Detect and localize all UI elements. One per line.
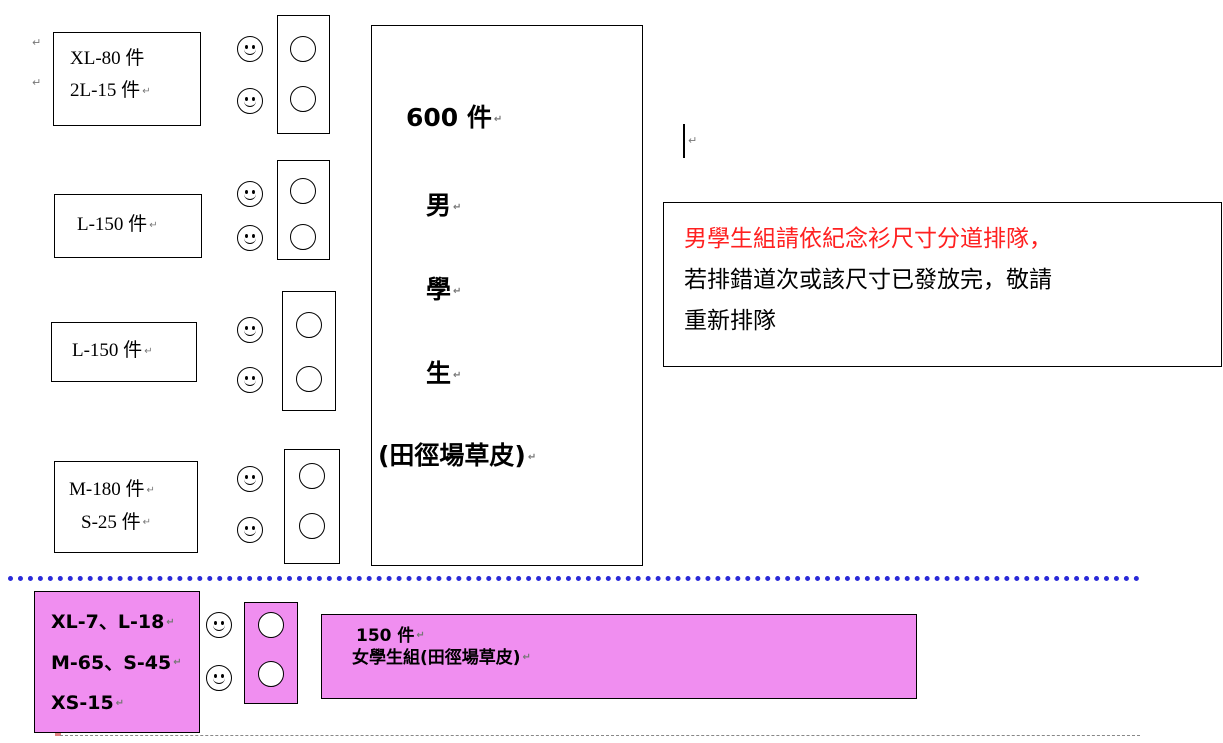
- girls-size-line: XS-15↵: [51, 692, 125, 714]
- boys-count: 600 件↵: [406, 103, 503, 132]
- lane-box: [277, 15, 330, 134]
- girls-size-line: M-65、S-45↵: [51, 651, 182, 674]
- boys-group-box: 600 件↵ 男↵ 學↵ 生↵ (田徑場草皮)↵: [371, 25, 643, 566]
- lane-box: [282, 291, 336, 411]
- smiley-icon: [237, 367, 263, 393]
- notice-line-2: 若排錯道次或該尺寸已發放完，敬請: [684, 267, 1052, 293]
- lane-circle: [296, 366, 322, 392]
- size-line: L-150 件↵: [72, 340, 153, 361]
- bottom-rule: [60, 735, 1140, 736]
- girls-size-line: XL-7、L-18↵: [51, 611, 175, 633]
- lane-circle: [290, 224, 316, 250]
- size-line: M-180 件↵: [69, 479, 155, 500]
- lane-circle: [290, 36, 316, 62]
- smiley-icon: [237, 225, 263, 251]
- text-cursor: [683, 124, 685, 158]
- paragraph-mark: ↵: [32, 76, 42, 89]
- size-box-l-2: L-150 件↵: [51, 322, 197, 382]
- girls-group-box: 150 件↵ 女學生組(田徑場草皮)↵: [321, 614, 917, 699]
- size-line: S-25 件↵: [81, 511, 152, 533]
- boys-location: (田徑場草皮)↵: [378, 441, 537, 470]
- change-marker: [55, 733, 61, 736]
- girls-count: 150 件↵: [356, 626, 425, 646]
- smiley-icon: [206, 665, 232, 691]
- smiley-icon: [237, 517, 263, 543]
- smiley-icon: [237, 181, 263, 207]
- smiley-icon: [237, 317, 263, 343]
- lane-circle: [258, 661, 284, 687]
- girls-label: 女學生組(田徑場草皮)↵: [352, 648, 531, 668]
- size-box-m-s: M-180 件↵ S-25 件↵: [54, 461, 198, 553]
- size-box-xl-2l: XL-80 件 2L-15 件↵: [53, 32, 201, 126]
- smiley-icon: [237, 466, 263, 492]
- paragraph-mark: ↵: [688, 134, 698, 147]
- lane-circle: [299, 513, 325, 539]
- girls-size-box: XL-7、L-18↵ M-65、S-45↵ XS-15↵: [34, 591, 200, 733]
- boys-char-3: 生↵: [426, 359, 462, 388]
- boys-char-1: 男↵: [426, 191, 462, 220]
- lane-circle: [290, 86, 316, 112]
- size-line: 2L-15 件↵: [70, 80, 151, 101]
- size-line: L-150 件↵: [77, 214, 158, 235]
- notice-line-3: 重新排隊: [684, 308, 776, 334]
- lane-circle: [290, 178, 316, 204]
- smiley-icon: [206, 612, 232, 638]
- notice-red-line: 男學生組請依紀念衫尺寸分道排隊，: [684, 226, 1052, 252]
- boys-char-2: 學↵: [426, 275, 462, 304]
- paragraph-mark: ↵: [32, 36, 42, 49]
- lane-circle: [258, 612, 284, 638]
- smiley-icon: [237, 88, 263, 114]
- size-box-l-1: L-150 件↵: [54, 194, 202, 258]
- smiley-icon: [237, 36, 263, 62]
- section-divider: [8, 576, 1140, 581]
- lane-circle: [299, 463, 325, 489]
- notice-box: 男學生組請依紀念衫尺寸分道排隊， 若排錯道次或該尺寸已發放完，敬請 重新排隊: [663, 202, 1222, 367]
- size-line: XL-80 件: [70, 48, 145, 69]
- lane-circle: [296, 312, 322, 338]
